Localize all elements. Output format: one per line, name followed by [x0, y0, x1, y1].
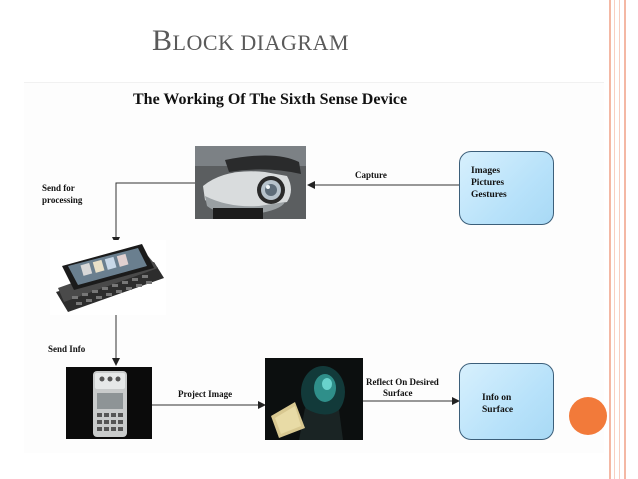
arrow-send-for-processing [112, 182, 195, 245]
border-line [619, 0, 620, 479]
label-send-for: Send for [42, 183, 75, 193]
output-box-info-on-surface: Info on Surface [459, 363, 554, 440]
input-line-gestures: Gestures [471, 190, 507, 200]
phone-icon [56, 244, 164, 312]
label-project-image: Project Image [178, 389, 233, 399]
camera-icon [195, 146, 306, 219]
label-capture: Capture [355, 170, 387, 180]
border-line [624, 0, 626, 479]
projector-icon [66, 367, 152, 439]
input-line-pictures: Pictures [471, 178, 505, 188]
projected-surface-image [265, 358, 363, 440]
output-line-2: Surface [482, 405, 514, 415]
slide-title: BLOCK DIAGRAM [152, 24, 350, 57]
projection-icon [265, 358, 363, 440]
label-reflect-2: Surface [383, 388, 413, 398]
label-processing: processing [42, 195, 83, 205]
label-send-info: Send Info [48, 344, 86, 354]
diagram-title: The Working Of The Sixth Sense Device [133, 91, 408, 108]
projector-device-image [66, 367, 152, 439]
border-line [614, 0, 615, 479]
input-line-images: Images [471, 166, 501, 176]
label-reflect-1: Reflect On Desired [366, 377, 439, 387]
camera-device-image [195, 146, 306, 219]
decorative-orange-circle [569, 397, 607, 435]
smartphone-image [50, 240, 166, 315]
border-line [609, 0, 611, 479]
input-box-images: Images Pictures Gestures [459, 151, 554, 225]
output-line-1: Info on [482, 393, 512, 403]
